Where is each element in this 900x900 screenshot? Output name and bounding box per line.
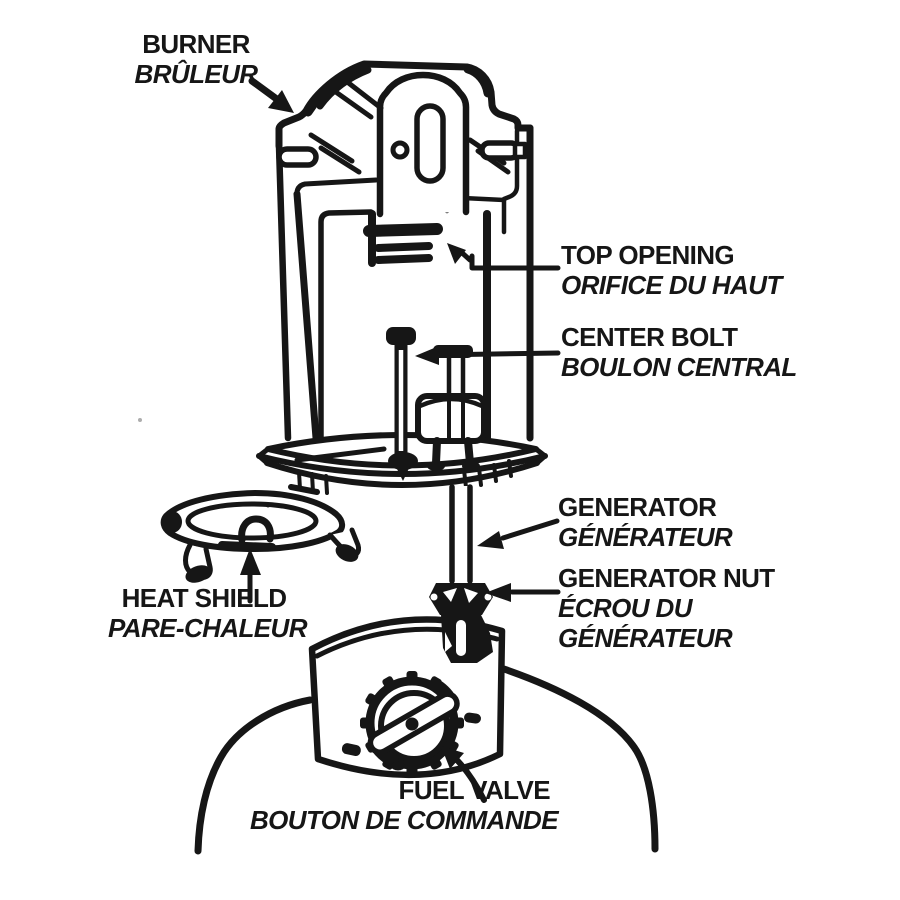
tab-hole xyxy=(390,140,410,160)
center-bolt-arrow-icon xyxy=(415,346,561,365)
center-bolt-head xyxy=(386,327,416,345)
label-top-opening: TOP OPENING ORIFICE DU HAUT xyxy=(561,240,782,300)
dome-hatching xyxy=(303,61,511,175)
generator-nut-hex xyxy=(429,583,493,615)
label-heat-shield-fr: PARE-CHALEUR xyxy=(108,613,307,643)
label-burner-fr: BRÛLEUR xyxy=(134,59,259,89)
generator-nut-arrow-icon xyxy=(485,583,561,602)
label-generator-nut-en: GENERATOR NUT xyxy=(558,563,775,593)
label-generator-nut: GENERATOR NUT ÉCROU DU GÉNÉRATEUR xyxy=(558,563,775,653)
tank-right-shoulder xyxy=(500,665,659,853)
top-opening-louvers xyxy=(363,210,443,267)
label-fuel-valve-fr: BOUTON DE COMMANDE xyxy=(250,805,559,835)
fuel-valve-arrow-icon xyxy=(441,746,487,803)
top-opening-arrow-icon xyxy=(447,243,561,271)
label-generator: GENERATOR GÉNÉRATEUR xyxy=(558,492,733,552)
generator-nut-drawing xyxy=(429,583,493,663)
label-fuel-valve-en: FUEL VALVE xyxy=(398,775,551,805)
center-bolt-drawing xyxy=(386,327,418,481)
tab-slot xyxy=(414,103,446,184)
label-heat-shield: HEAT SHIELD PARE-CHALEUR xyxy=(108,583,307,643)
label-heat-shield-en: HEAT SHIELD xyxy=(121,583,287,613)
label-burner: BURNER BRÛLEUR xyxy=(130,29,262,89)
label-center-bolt: CENTER BOLT BOULON CENTRAL xyxy=(561,322,797,382)
heat-shield-arrow-icon xyxy=(240,548,261,604)
burner-arrow-icon xyxy=(248,77,294,113)
leader-arrows xyxy=(240,77,561,803)
tank-left-shoulder xyxy=(194,696,314,855)
label-top-opening-en: TOP OPENING xyxy=(561,240,735,270)
label-fuel-valve: FUEL VALVE BOUTON DE COMMANDE xyxy=(250,775,559,835)
label-center-bolt-en: CENTER BOLT xyxy=(561,322,738,352)
heat-shield-drawing xyxy=(160,490,361,583)
generator-tube xyxy=(449,484,473,584)
valve-body xyxy=(441,615,493,663)
label-center-bolt-fr: BOULON CENTRAL xyxy=(561,352,797,382)
generator-drawing xyxy=(449,484,473,584)
generator-arrow-icon xyxy=(477,518,560,549)
label-generator-fr: GÉNÉRATEUR xyxy=(558,522,733,552)
fuel-valve-knob-drawing xyxy=(341,671,481,775)
label-generator-nut-fr2: GÉNÉRATEUR xyxy=(558,623,733,653)
left-side-port xyxy=(276,146,319,168)
label-generator-nut-fr1: ÉCROU DU xyxy=(558,593,692,623)
right-side-port xyxy=(479,140,521,161)
label-burner-en: BURNER xyxy=(142,29,250,59)
burner-left-wall xyxy=(275,142,292,442)
heat-shield-center-notch xyxy=(238,515,274,544)
label-generator-en: GENERATOR xyxy=(558,492,717,522)
label-top-opening-fr: ORIFICE DU HAUT xyxy=(561,270,782,300)
